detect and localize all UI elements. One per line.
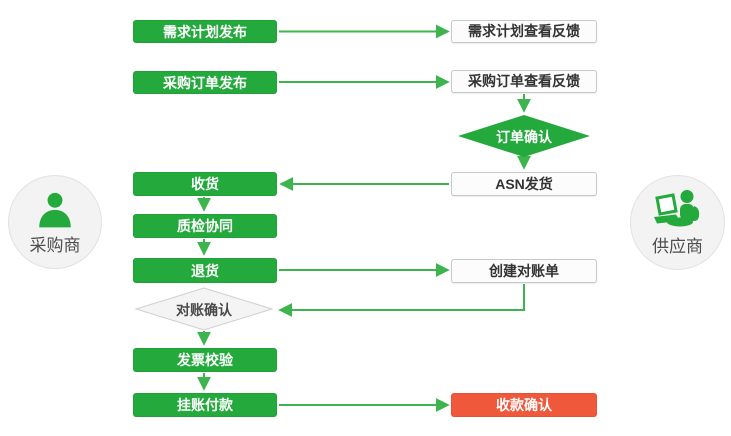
edge-statement-to-confirm: [278, 284, 525, 317]
node-invoice-verify: 发票校验: [133, 348, 277, 372]
node-receive-goods: 收货: [133, 172, 277, 196]
node-po-feedback: 采购订单查看反馈: [451, 70, 597, 93]
node-quality-collab: 质检协同: [133, 214, 277, 238]
node-demand-plan-publish: 需求计划发布: [133, 20, 277, 43]
actor-buyer-label: 采购商: [29, 236, 81, 255]
node-order-confirm-shape: [458, 115, 590, 157]
actor-supplier-label: 供应商: [652, 236, 703, 256]
actor-buyer: 采购商: [8, 175, 102, 269]
node-receipt-confirm: 收款确认: [451, 393, 597, 417]
node-book-payment: 挂账付款: [133, 393, 277, 417]
node-return-goods: 退货: [133, 258, 277, 283]
node-create-statement: 创建对账单: [451, 259, 597, 283]
supplier-laptop-person-icon: [652, 189, 704, 231]
node-statement-confirm-shape: [134, 287, 274, 331]
node-asn-ship: ASN发货: [451, 172, 597, 196]
node-order-confirm-label: 订单确认: [496, 129, 552, 145]
node-demand-plan-feedback: 需求计划查看反馈: [451, 20, 597, 43]
actor-supplier: 供应商: [630, 175, 725, 270]
buyer-person-icon: [33, 188, 77, 230]
node-po-publish: 采购订单发布: [133, 71, 277, 94]
node-statement-confirm-label: 对账确认: [176, 302, 232, 318]
